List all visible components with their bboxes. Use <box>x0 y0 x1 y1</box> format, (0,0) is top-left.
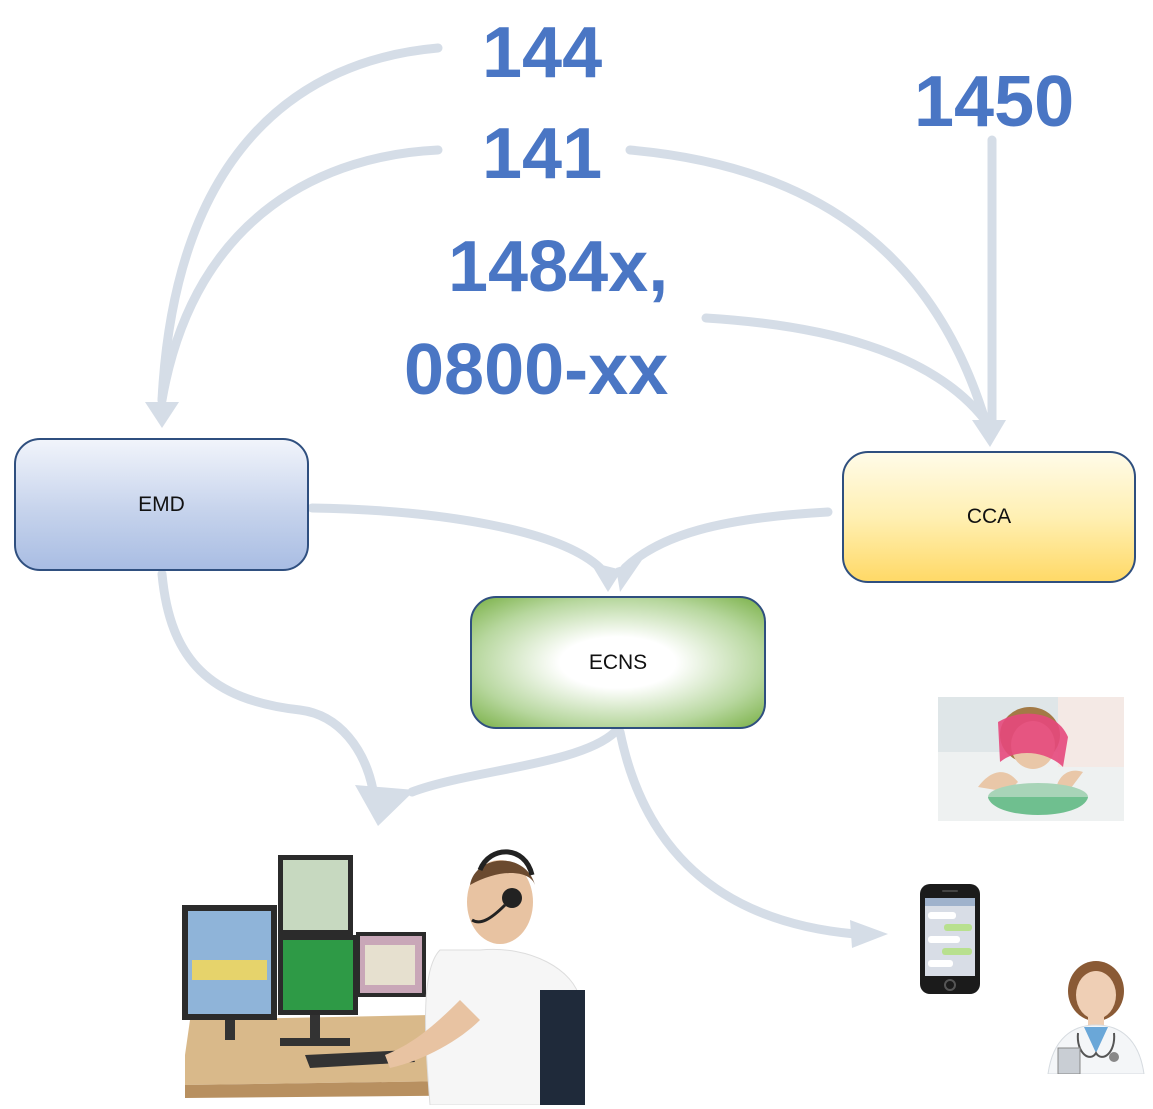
emd-label: EMD <box>138 492 185 516</box>
number-141: 141 <box>482 114 603 194</box>
arrow-1484x-to-cca <box>701 313 990 425</box>
arrow-emd-to-ecns <box>307 503 605 573</box>
cca-box: CCA <box>842 451 1136 583</box>
arrowhead-dispatcher <box>355 785 415 826</box>
emd-box: EMD <box>14 438 309 571</box>
female-doctor-photo <box>1038 953 1153 1074</box>
arrow-141-to-cca <box>625 145 990 425</box>
dispatcher-workstation-photo <box>182 849 585 1105</box>
number-1450: 1450 <box>914 62 1075 142</box>
arrowhead-phone <box>850 920 888 948</box>
woman-inhaling-steam-photo <box>938 697 1124 821</box>
arrow-emd-to-dispatcher <box>157 569 378 795</box>
number-144: 144 <box>482 13 603 93</box>
arrow-cca-to-ecns <box>620 507 833 573</box>
arrowhead-cca <box>972 420 1006 447</box>
arrow-ecns-to-phone <box>615 727 860 939</box>
arrowhead-ecns-right <box>616 560 642 592</box>
arrow-141-to-emd <box>157 145 443 405</box>
number-0800-xx: 0800-xx <box>404 330 669 410</box>
ecns-label: ECNS <box>588 650 648 674</box>
arrowhead-ecns-left <box>590 562 622 592</box>
smartphone-chat-icon <box>920 884 980 994</box>
arrowhead-emd <box>145 402 179 428</box>
arrow-144-to-emd <box>157 43 443 405</box>
number-1484x: 1484x, <box>448 227 669 307</box>
arrow-ecns-to-dispatcher <box>407 727 620 797</box>
ecns-box: ECNS <box>470 596 766 729</box>
cca-label: CCA <box>966 505 1012 528</box>
